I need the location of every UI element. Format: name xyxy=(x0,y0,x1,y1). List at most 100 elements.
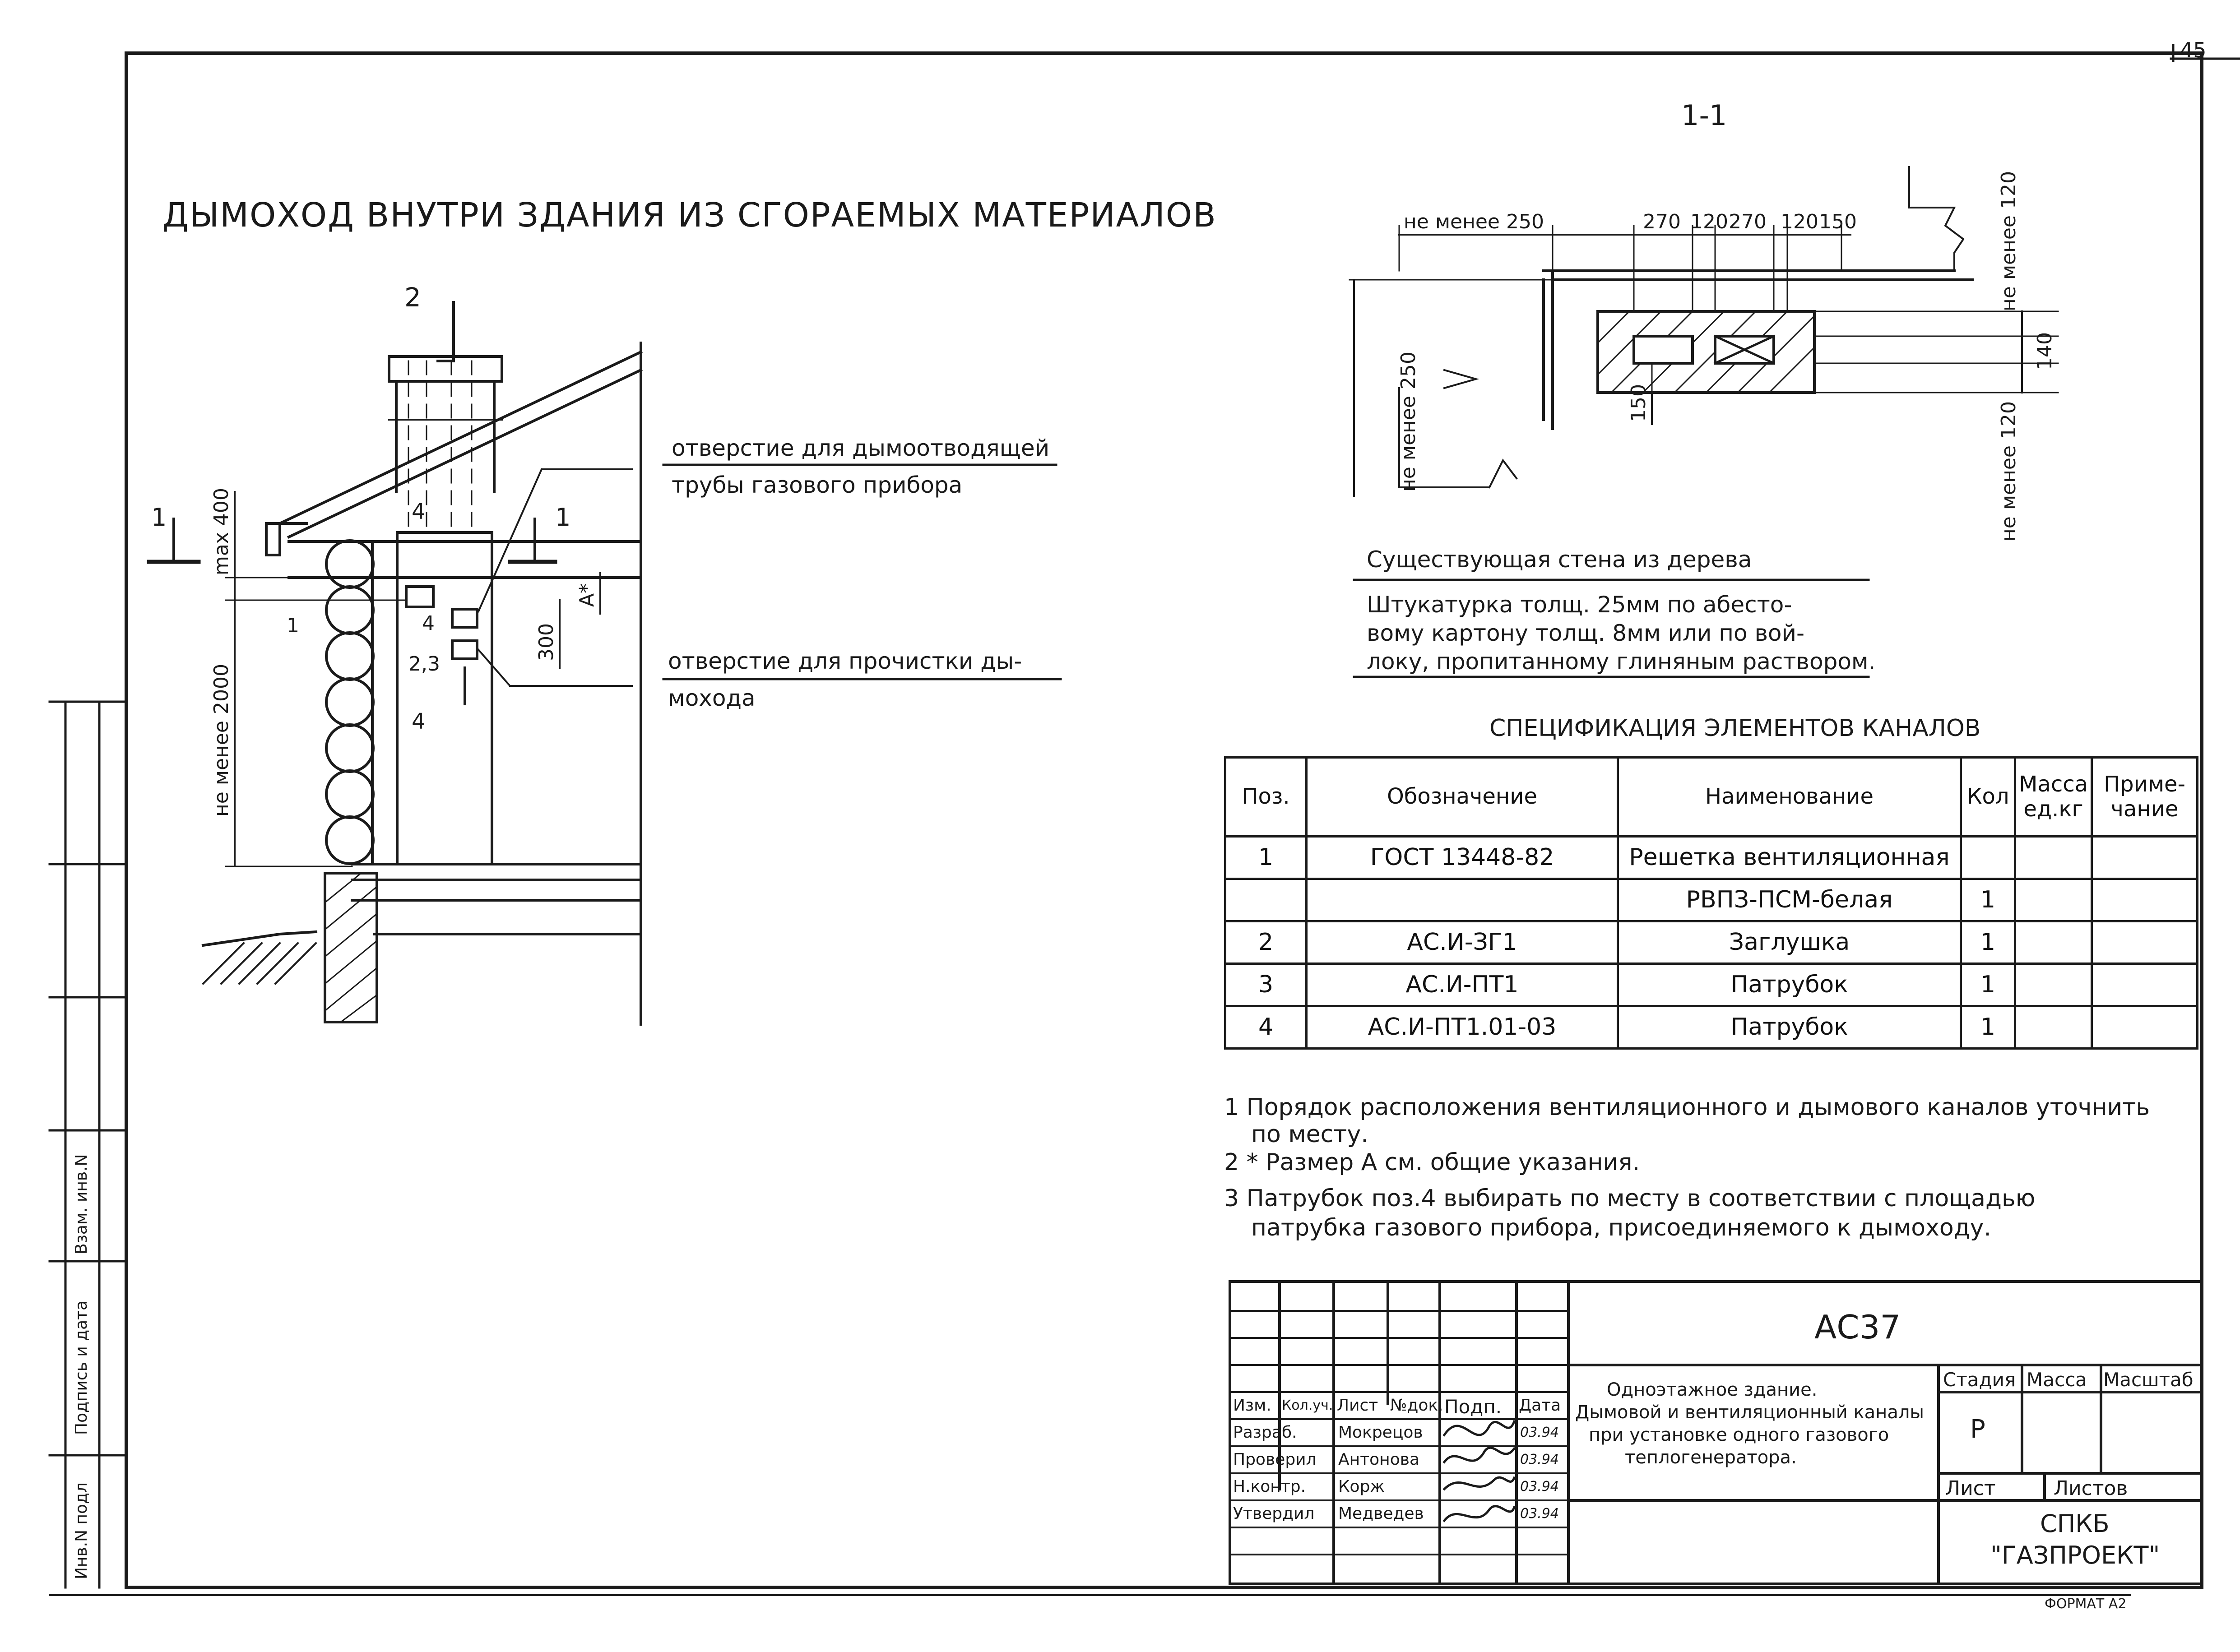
flue-opening-label-1: отверстие для дымоотводящей xyxy=(672,435,1050,461)
callout-1: 1 xyxy=(287,614,299,637)
spec-cell-qty: 1 xyxy=(1960,920,2016,965)
spec-cell-name: Патрубок xyxy=(1617,963,1962,1007)
spec-cell-pos: 2 xyxy=(1224,920,1308,965)
signature-marks xyxy=(1442,1420,1516,1522)
dim-top-150: 150 xyxy=(1819,210,1857,233)
spec-cell-pos: 4 xyxy=(1224,1005,1308,1050)
tb-stage-label: Стадия xyxy=(1943,1369,2016,1391)
spec-cell-note xyxy=(2091,878,2198,922)
tb-header-kol: Кол.уч. xyxy=(1282,1397,1333,1413)
spec-cell-qty: 1 xyxy=(1960,878,2016,922)
tb-name-utverdil: Медведев xyxy=(1338,1504,1424,1523)
spec-header-note-2: чание xyxy=(2110,796,2179,822)
plaster-note-1: Штукатурка толщ. 25мм по абесто- xyxy=(1367,592,1792,618)
side-stamp-grid xyxy=(48,700,128,1589)
spec-cell-designation: ГОСТ 13448-82 xyxy=(1305,835,1619,880)
note-2: 2 * Размер А см. общие указания. xyxy=(1224,1149,1640,1176)
tb-name-razrab: Мокрецов xyxy=(1338,1423,1423,1442)
dim-140: 140 xyxy=(2033,332,2056,370)
spec-cell-mass xyxy=(2014,878,2093,922)
tb-description-4: теплогенератора. xyxy=(1625,1447,1797,1468)
tb-header-podp: Подп. xyxy=(1444,1396,1502,1418)
section-1-mark-right: 1 xyxy=(555,503,571,532)
tb-header-list: Лист xyxy=(1337,1396,1378,1415)
tb-header-ndok: №док. xyxy=(1390,1396,1443,1415)
spec-header-note: Приме-чание xyxy=(2091,756,2198,838)
tb-role-razrab: Разраб. xyxy=(1233,1423,1297,1442)
existing-wall-label: Существующая стена из дерева xyxy=(1367,546,1752,573)
spec-cell-qty: 1 xyxy=(1960,963,2016,1007)
dim-a: A* xyxy=(575,583,598,607)
spec-row: 2 АС.И-ЗГ1 Заглушка 1 xyxy=(1224,920,2198,965)
dim-300: 300 xyxy=(535,623,558,661)
side-stamp-sign-date: Подпись и дата xyxy=(72,1300,91,1435)
spec-cell-name: Решетка вентиляционная xyxy=(1617,835,1962,880)
plaster-note-2: вому картону толщ. 8мм или по вой- xyxy=(1367,620,1805,646)
section-2-mark: 2 xyxy=(404,282,421,313)
tb-mass-label: Масса xyxy=(2027,1369,2087,1391)
tb-role-utverdil: Утвердил xyxy=(1233,1504,1315,1523)
spec-cell-pos: 3 xyxy=(1224,963,1308,1007)
dim-max400: max 400 xyxy=(210,488,233,575)
spec-cell-name: РВПЗ-ПСМ-белая xyxy=(1617,878,1962,922)
cleanout-label-1: отверстие для прочистки ды- xyxy=(668,648,1022,674)
tb-org-line-1: СПКБ xyxy=(2040,1509,2110,1538)
dim-top-270b: 270 xyxy=(1729,210,1767,233)
spec-header-mass-2: ед.кг xyxy=(2023,796,2083,822)
tb-description-1: Одноэтажное здание. xyxy=(1607,1379,1818,1400)
dim-right-bottom-120: не менее 120 xyxy=(1997,401,2020,541)
spec-cell-designation: АС.И-ПТ1.01-03 xyxy=(1305,1005,1619,1050)
section-4-mark-top: 4 xyxy=(412,499,426,524)
spec-header-name: Наименование xyxy=(1617,756,1962,838)
flue-opening-label-2: трубы газового прибора xyxy=(672,472,963,498)
callout-4: 4 xyxy=(422,612,435,635)
section-1-mark-left: 1 xyxy=(151,503,167,532)
note-3-line-2: патрубка газового прибора, присоединяемо… xyxy=(1251,1214,1991,1241)
tb-sheet-label: Лист xyxy=(1945,1477,1996,1500)
dim-top-120b: 120 xyxy=(1781,210,1818,233)
tb-stage-value: Р xyxy=(1970,1415,1985,1444)
elevation-drawing xyxy=(147,301,643,1026)
note-1-line-2: по месту. xyxy=(1251,1121,1368,1148)
spec-cell-pos: 1 xyxy=(1224,835,1308,880)
tb-description-3: при установке одного газового xyxy=(1589,1425,1889,1445)
dim-min2000: не менее 2000 xyxy=(210,664,233,817)
plaster-note-3: локу, пропитанному глиняным раствором. xyxy=(1367,648,1876,675)
callout-2-3: 2,3 xyxy=(408,652,440,676)
spec-cell-note xyxy=(2091,835,2198,880)
section-1-1-title: 1-1 xyxy=(1681,99,1727,132)
tb-name-proveril: Антонова xyxy=(1338,1450,1419,1469)
tb-date-utverdil: 03.94 xyxy=(1520,1506,1559,1522)
spec-cell-note xyxy=(2091,1005,2198,1050)
dim-top-min250: не менее 250 xyxy=(1404,210,1544,233)
section-4-mark-bottom: 4 xyxy=(412,709,426,734)
dim-left-250: не менее 250 xyxy=(1397,352,1420,492)
tb-role-nkontr: Н.контр. xyxy=(1233,1477,1306,1496)
spec-header-mass-1: Масса xyxy=(2018,771,2088,797)
spec-row: РВПЗ-ПСМ-белая 1 xyxy=(1224,878,2198,922)
spec-row: 1 ГОСТ 13448-82 Решетка вентиляционная xyxy=(1224,835,2198,880)
tb-date-proveril: 03.94 xyxy=(1520,1452,1559,1467)
spec-row: 3 АС.И-ПТ1 Патрубок 1 xyxy=(1224,963,2198,1007)
sheet-frame xyxy=(125,51,2203,1589)
spec-cell-name: Патрубок xyxy=(1617,1005,1962,1050)
spec-cell-note xyxy=(2091,920,2198,965)
spec-cell-mass xyxy=(2014,1005,2093,1050)
title-block-grid xyxy=(1229,1280,2203,1585)
cleanout-label-2: мохода xyxy=(668,685,756,711)
tb-org-line-2: "ГАЗПРОЕКТ" xyxy=(1990,1541,2160,1569)
section-note-box xyxy=(1353,578,1870,678)
dim-top-270a: 270 xyxy=(1643,210,1681,233)
spec-cell-pos xyxy=(1224,878,1308,922)
dim-right-top-120: не менее 120 xyxy=(1997,171,2020,311)
spec-cell-mass xyxy=(2014,920,2093,965)
dim-150: 150 xyxy=(1627,384,1650,422)
tb-description-2: Дымовой и вентиляционный каналы xyxy=(1575,1402,1924,1423)
document-code: АС37 xyxy=(1814,1308,1901,1346)
tb-name-nkontr: Корж xyxy=(1338,1477,1385,1496)
tb-header-data: Дата xyxy=(1519,1396,1561,1415)
tb-date-razrab: 03.94 xyxy=(1520,1425,1559,1440)
